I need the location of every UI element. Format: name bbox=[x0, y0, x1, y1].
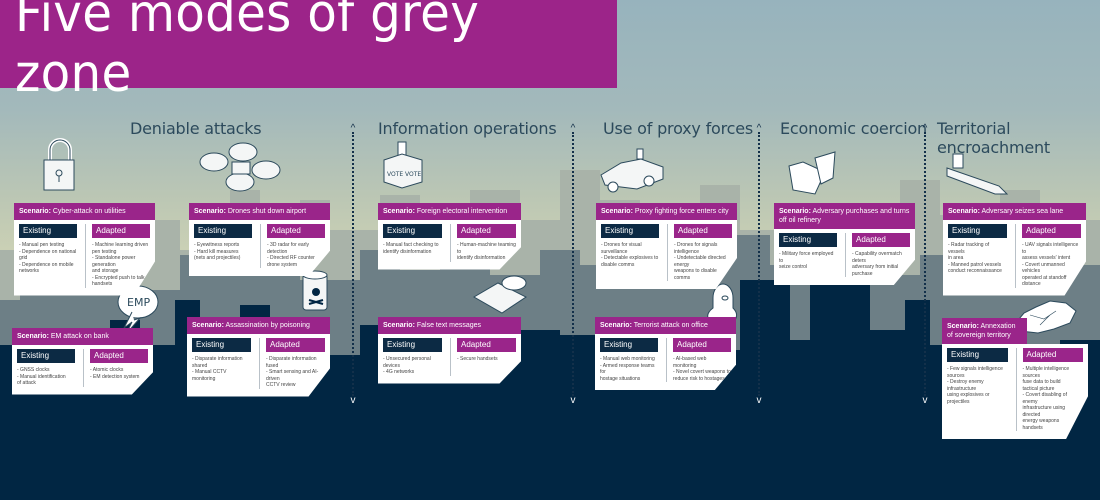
adapted-label: Adapted bbox=[1022, 348, 1083, 362]
svg-text:EMP: EMP bbox=[127, 296, 150, 309]
adapted-label: Adapted bbox=[267, 224, 325, 238]
adapted-label: Adapted bbox=[674, 224, 732, 238]
existing-label: Existing bbox=[383, 224, 442, 238]
scenario-header: Scenario: Assassination by poisoning bbox=[187, 317, 330, 334]
page-title: Five modes of grey zone bbox=[15, 0, 480, 104]
scenario-card: Scenario: False text messages Existing -… bbox=[378, 317, 521, 384]
padlock-icon bbox=[43, 138, 75, 191]
mode-divider: ^v bbox=[570, 123, 576, 406]
ballot-box-icon: VOTE VOTE bbox=[383, 141, 423, 189]
svg-text:VOTE: VOTE bbox=[387, 171, 403, 178]
scenario-card: Scenario: Annexation of sovereign territ… bbox=[942, 318, 1088, 439]
scenario-card: Scenario: EM attack on bank Existing - G… bbox=[12, 328, 153, 395]
mode-divider: ^v bbox=[350, 123, 356, 406]
scenario-header: Scenario: EM attack on bank bbox=[12, 328, 153, 345]
adapted-label: Adapted bbox=[457, 338, 516, 352]
balaclava-icon bbox=[707, 283, 738, 321]
ship-icon bbox=[946, 153, 1009, 195]
scenario-header: Scenario: Annexation of sovereign territ… bbox=[942, 318, 1027, 344]
adapted-label: Adapted bbox=[266, 338, 325, 352]
scenario-header: Scenario: Drones shut down airport bbox=[189, 203, 330, 220]
mode-title-information-operations: Information operations bbox=[378, 119, 557, 138]
existing-label: Existing bbox=[600, 338, 658, 352]
scenario-card: Scenario: Proxy fighting force enters ci… bbox=[596, 203, 737, 289]
adapted-label: Adapted bbox=[673, 338, 731, 352]
adapted-label: Adapted bbox=[1022, 224, 1081, 238]
scenario-header: Scenario: False text messages bbox=[378, 317, 521, 334]
mode-title-deniable-attacks: Deniable attacks bbox=[130, 119, 262, 138]
existing-label: Existing bbox=[779, 233, 837, 247]
adapted-label: Adapted bbox=[92, 224, 150, 238]
mode-divider: ^v bbox=[922, 123, 928, 406]
mode-title-economic-coercion: Economic coercion bbox=[780, 119, 927, 138]
handshake-icon bbox=[788, 151, 836, 195]
mode-title-proxy-forces: Use of proxy forces bbox=[603, 119, 754, 138]
adapted-label: Adapted bbox=[90, 349, 148, 363]
existing-label: Existing bbox=[19, 224, 77, 238]
drone-icon bbox=[199, 142, 281, 192]
existing-label: Existing bbox=[192, 338, 251, 352]
scenario-header: Scenario: Cyber-attack on utilities bbox=[14, 203, 155, 220]
title-banner: Five modes of grey zone bbox=[0, 0, 617, 104]
existing-label: Existing bbox=[17, 349, 75, 363]
scenario-card: Scenario: Terrorist attack on office Exi… bbox=[595, 317, 736, 390]
pickup-truck-icon bbox=[600, 148, 664, 193]
poison-tin-icon bbox=[302, 270, 328, 311]
scenario-card: Scenario: Adversary seizes sea lane Exis… bbox=[943, 203, 1086, 296]
adapted-label: Adapted bbox=[852, 233, 910, 247]
scenario-header: Scenario: Terrorist attack on office bbox=[595, 317, 736, 334]
scenario-header: Scenario: Adversary purchases and turns … bbox=[774, 203, 915, 229]
existing-label: Existing bbox=[947, 348, 1008, 362]
scenario-card: Scenario: Assassination by poisoning Exi… bbox=[187, 317, 330, 397]
map-icon bbox=[1013, 300, 1077, 334]
scenario-card: Scenario: Adversary purchases and turns … bbox=[774, 203, 915, 285]
existing-label: Existing bbox=[383, 338, 442, 352]
scenario-card: Scenario: Cyber-attack on utilities Exis… bbox=[14, 203, 155, 296]
scenario-header: Scenario: Proxy fighting force enters ci… bbox=[596, 203, 737, 220]
mode-divider: ^v bbox=[756, 123, 762, 406]
smartphone-icon bbox=[473, 275, 527, 314]
existing-label: Existing bbox=[194, 224, 252, 238]
scenario-header: Scenario: Foreign electoral intervention bbox=[378, 203, 521, 220]
mode-title-territorial-encroachment: Territorial encroachment bbox=[937, 119, 1050, 157]
existing-label: Existing bbox=[948, 224, 1007, 238]
scenario-card: Scenario: Foreign electoral intervention… bbox=[378, 203, 521, 270]
svg-text:VOTE: VOTE bbox=[405, 171, 421, 178]
existing-label: Existing bbox=[601, 224, 659, 238]
scenario-header: Scenario: Adversary seizes sea lane bbox=[943, 203, 1086, 220]
adapted-label: Adapted bbox=[457, 224, 516, 238]
scenario-card: Scenario: Drones shut down airport Exist… bbox=[189, 203, 330, 276]
